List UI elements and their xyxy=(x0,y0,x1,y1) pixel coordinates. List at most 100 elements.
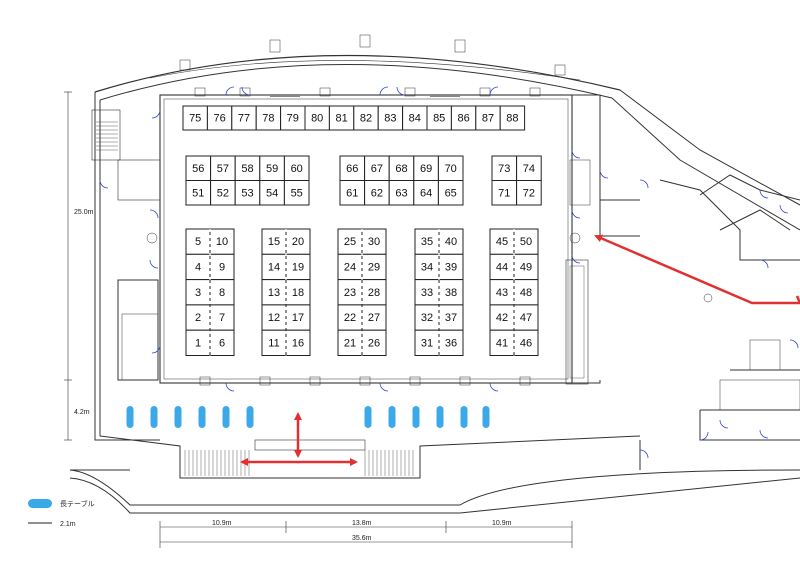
booth-64: 64 xyxy=(413,180,439,206)
booth-4-cell xyxy=(185,253,211,281)
booth-68: 68 xyxy=(388,155,415,181)
booth-67: 67 xyxy=(364,155,390,181)
booth-63: 63 xyxy=(388,180,415,206)
booth-26-cell xyxy=(361,329,387,357)
booth-31: 31 xyxy=(414,329,440,357)
booth-42: 42 xyxy=(489,304,515,331)
long-table xyxy=(364,406,372,428)
booth-1-cell xyxy=(185,329,211,357)
booth-8-number: 8 xyxy=(219,287,225,299)
booth-44-number: 44 xyxy=(496,261,508,273)
booth-60-number: 60 xyxy=(291,163,303,175)
dim-width-total: 35.6m xyxy=(352,535,372,542)
booth-58-number: 58 xyxy=(241,163,253,175)
booth-81: 81 xyxy=(328,105,355,131)
booth-3: 3 xyxy=(185,279,211,306)
booth-37-cell xyxy=(438,304,464,331)
booth-80-number: 80 xyxy=(311,113,323,125)
booth-87-cell xyxy=(475,105,501,131)
booth-30: 30 xyxy=(361,228,387,255)
booth-33-number: 33 xyxy=(421,287,433,299)
long-table xyxy=(150,406,158,428)
booth-6: 6 xyxy=(209,329,235,357)
booth-1: 1 xyxy=(185,329,211,357)
booth-88-number: 88 xyxy=(506,113,518,125)
booth-45-cell xyxy=(489,228,515,255)
booth-61-number: 61 xyxy=(346,187,358,199)
booth-39: 39 xyxy=(438,253,464,281)
booth-27-number: 27 xyxy=(368,312,380,324)
booth-71-number: 71 xyxy=(498,187,510,199)
booth-38: 38 xyxy=(438,279,464,306)
booth-63-cell xyxy=(388,180,415,206)
booth-73: 73 xyxy=(491,155,518,181)
booth-15-cell xyxy=(261,228,287,255)
booth-28-cell xyxy=(361,279,387,306)
booth-82: 82 xyxy=(353,105,379,131)
booth-35-cell xyxy=(414,228,440,255)
booth-14: 14 xyxy=(261,253,287,281)
booth-51: 51 xyxy=(185,180,212,206)
booth-57-number: 57 xyxy=(217,163,229,175)
booth-13: 13 xyxy=(261,279,287,306)
booth-72: 72 xyxy=(516,180,542,206)
booth-83-number: 83 xyxy=(384,113,396,125)
booth-74-number: 74 xyxy=(523,163,535,175)
booth-65-cell xyxy=(437,180,464,206)
booth-50: 50 xyxy=(513,228,539,255)
booth-33-cell xyxy=(414,279,440,306)
long-table xyxy=(126,406,134,428)
booth-53-number: 53 xyxy=(241,187,253,199)
long-table xyxy=(222,406,230,428)
long-table xyxy=(412,406,420,428)
legend-long-table-swatch xyxy=(28,499,52,508)
booth-32-cell xyxy=(414,304,440,331)
booth-54-number: 54 xyxy=(266,187,278,199)
booth-35: 35 xyxy=(414,228,440,255)
booth-62: 62 xyxy=(364,180,390,206)
booth-78-cell xyxy=(255,105,282,131)
dim-height-lower: 4.2m xyxy=(74,409,90,416)
booth-87-number: 87 xyxy=(482,113,494,125)
booth-59: 59 xyxy=(259,155,285,181)
booth-87: 87 xyxy=(475,105,501,131)
booth-84: 84 xyxy=(402,105,428,131)
booth-67-cell xyxy=(364,155,390,181)
booth-30-number: 30 xyxy=(368,236,380,248)
long-table xyxy=(482,406,490,428)
booth-49-number: 49 xyxy=(520,261,532,273)
long-table xyxy=(460,406,468,428)
long-table-layer xyxy=(126,406,490,428)
booth-43-number: 43 xyxy=(496,287,508,299)
booth-76-number: 76 xyxy=(213,113,225,125)
booth-35-number: 35 xyxy=(421,236,433,248)
booth-79-number: 79 xyxy=(287,113,299,125)
booth-7: 7 xyxy=(209,304,235,331)
booth-5: 5 xyxy=(185,228,211,255)
booth-65-number: 65 xyxy=(445,187,457,199)
booth-8: 8 xyxy=(209,279,235,306)
booth-22-number: 22 xyxy=(344,312,356,324)
dim-height-main: 25.0m xyxy=(74,209,94,216)
booth-38-cell xyxy=(438,279,464,306)
booth-69-number: 69 xyxy=(420,163,432,175)
booth-47-number: 47 xyxy=(520,312,532,324)
booth-79: 79 xyxy=(280,105,306,131)
booth-26-number: 26 xyxy=(368,337,380,349)
booth-27: 27 xyxy=(361,304,387,331)
booth-69: 69 xyxy=(413,155,439,181)
booth-11-number: 11 xyxy=(268,337,279,349)
booth-48: 48 xyxy=(513,279,539,306)
booth-64-cell xyxy=(413,180,439,206)
booth-53: 53 xyxy=(234,180,261,206)
booth-85: 85 xyxy=(426,105,452,131)
booth-82-cell xyxy=(353,105,379,131)
long-table xyxy=(198,406,206,428)
booth-36: 36 xyxy=(438,329,464,357)
booth-43: 43 xyxy=(489,279,515,306)
booth-42-number: 42 xyxy=(496,312,508,324)
booth-59-number: 59 xyxy=(266,163,278,175)
booth-68-cell xyxy=(388,155,415,181)
booth-84-number: 84 xyxy=(409,113,421,125)
